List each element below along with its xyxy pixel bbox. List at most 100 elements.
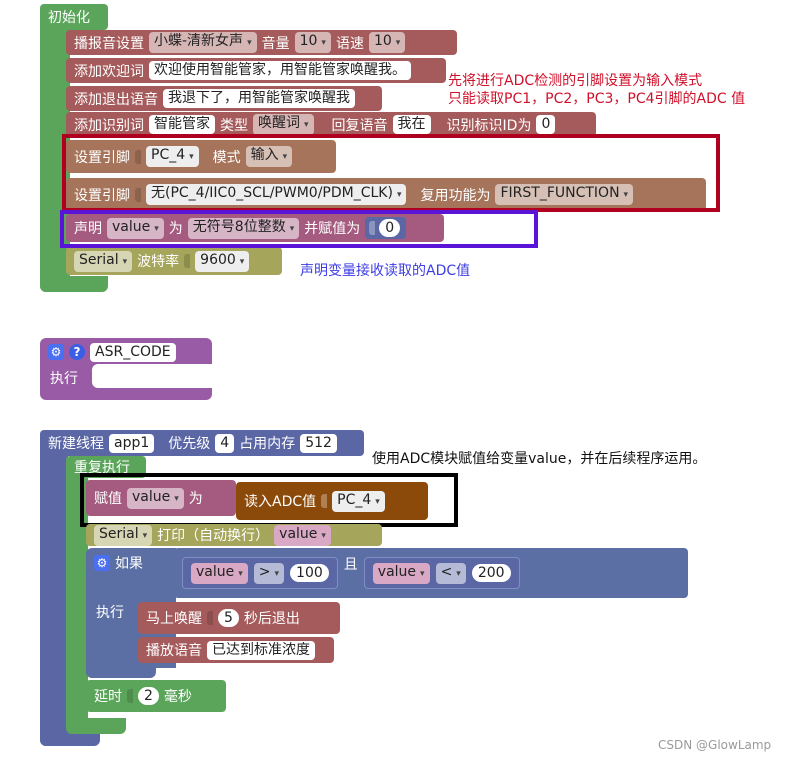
priority-field[interactable]: 4 bbox=[215, 433, 235, 453]
pin-mode-label: 设置引脚 bbox=[74, 149, 130, 166]
help-icon[interactable]: ? bbox=[69, 344, 85, 360]
cond-op2-dropdown[interactable]: <▾ bbox=[435, 562, 466, 584]
welcome-block[interactable]: 添加欢迎词 欢迎使用智能管家，用智能管家唤醒我。 bbox=[66, 58, 446, 83]
thread-header[interactable]: 新建线程 app1 优先级 4 占用内存 512 bbox=[40, 430, 364, 456]
asr-header: ⚙ ? ASR_CODE bbox=[44, 340, 180, 364]
repeat-header: 重复执行 bbox=[66, 456, 146, 478]
pin-func-pin-dropdown[interactable]: 无(PC_4/IIC0_SCL/PWM0/PDM_CLK)▾ bbox=[146, 184, 407, 205]
assign-block[interactable]: 赋值 value▾ 为 bbox=[86, 480, 236, 516]
tts-label: 播报音设置 bbox=[74, 35, 144, 52]
watermark: CSDN @GlowLamp bbox=[658, 738, 772, 752]
repeat-footer bbox=[66, 718, 126, 734]
assign-annotation-box bbox=[80, 473, 458, 527]
pin-func-block[interactable]: 设置引脚 无(PC_4/IIC0_SCL/PWM0/PDM_CLK)▾ 复用功能… bbox=[66, 178, 706, 211]
wake-block[interactable]: 马上唤醒 5 秒后退出 bbox=[138, 602, 340, 634]
priority-label: 优先级 bbox=[168, 436, 211, 452]
thread-footer bbox=[40, 730, 100, 746]
annotation-red-line1: 先将进行ADC检测的引脚设置为输入模式 bbox=[448, 73, 703, 89]
annotation-red-line2: 只能读取PC1，PC2，PC3，PC4引脚的ADC 值 bbox=[448, 91, 746, 107]
id-field[interactable]: 0 bbox=[536, 115, 556, 134]
thread-name-field[interactable]: app1 bbox=[109, 433, 155, 453]
serial-baud-block[interactable]: Serial▾ 波特率 9600▾ bbox=[66, 247, 282, 275]
recog-block[interactable]: 添加识别词 智能管家 类型 唤醒词▾ 回复语音 我在 识别标识ID为 0 bbox=[66, 112, 596, 137]
gear-icon[interactable]: ⚙ bbox=[48, 344, 64, 360]
exit-text-field[interactable]: 我退下了，用智能管家唤醒我 bbox=[163, 89, 355, 108]
cond-var1-dropdown[interactable]: value▾ bbox=[191, 562, 248, 584]
if-footer bbox=[86, 664, 156, 678]
thread-label: 新建线程 bbox=[48, 436, 104, 452]
play-text-field[interactable]: 已达到标准浓度 bbox=[207, 640, 315, 660]
declare-label: 声明 bbox=[74, 221, 102, 237]
cond-var2-dropdown[interactable]: value▾ bbox=[372, 562, 430, 584]
init-header[interactable]: 初始化 bbox=[40, 4, 108, 30]
print-label: 打印（自动换行） bbox=[157, 528, 270, 544]
assign-var-dropdown[interactable]: value▾ bbox=[127, 487, 184, 509]
recog-label: 添加识别词 bbox=[74, 117, 144, 134]
wake-suffix: 秒后退出 bbox=[243, 611, 300, 627]
func-label: 复用功能为 bbox=[420, 187, 491, 204]
cond-num2-input[interactable]: 200 bbox=[471, 564, 511, 582]
thread-block[interactable] bbox=[40, 430, 68, 746]
if-header: ⚙ 如果 bbox=[90, 552, 147, 574]
play-block[interactable]: 播放语音 已达到标准浓度 bbox=[138, 637, 334, 663]
wake-label: 马上唤醒 bbox=[146, 611, 202, 627]
read-adc-label: 读入ADC值 bbox=[244, 494, 317, 510]
declare-value-input[interactable]: 0 bbox=[379, 219, 401, 237]
wake-sec-input[interactable]: 5 bbox=[218, 609, 239, 627]
condition-block[interactable]: value▾ >▾ 100 且 value▾ <▾ 200 bbox=[174, 548, 688, 598]
asr-slot bbox=[92, 364, 212, 388]
pin-mode-pin-dropdown[interactable]: PC_4▾ bbox=[146, 146, 199, 167]
pin-annotation-box bbox=[62, 134, 720, 212]
welcome-label: 添加欢迎词 bbox=[74, 63, 144, 80]
assign-label: 赋值 bbox=[94, 491, 122, 507]
read-adc-block[interactable]: 读入ADC值 PC_4▾ bbox=[236, 482, 428, 520]
cond-and-label: 且 bbox=[343, 557, 358, 573]
annotation-black: 使用ADC模块赋值给变量value，并在后续程序运用。 bbox=[372, 451, 707, 467]
cond-op1-dropdown[interactable]: >▾ bbox=[253, 562, 285, 584]
declare-block[interactable]: 声明 value▾ 为 无符号8位整数▾ 并赋值为 0 bbox=[66, 214, 444, 242]
func-dropdown[interactable]: FIRST_FUNCTION▾ bbox=[495, 184, 634, 205]
mode-dropdown[interactable]: 输入▾ bbox=[245, 146, 293, 167]
declare-assign-label: 并赋值为 bbox=[304, 221, 361, 237]
serial-dropdown[interactable]: Serial▾ bbox=[74, 250, 133, 272]
asr-exec-label: 执行 bbox=[50, 371, 78, 387]
pin-mode-block[interactable]: 设置引脚 PC_4▾ 模式 输入▾ bbox=[66, 140, 336, 173]
volume-label: 音量 bbox=[261, 35, 290, 52]
reply-field[interactable]: 我在 bbox=[392, 115, 431, 134]
exit-label: 添加退出语音 bbox=[74, 91, 158, 108]
speed-label: 语速 bbox=[335, 35, 364, 52]
play-label: 播放语音 bbox=[146, 643, 202, 659]
voice-dropdown[interactable]: 小蝶-清新女声▾ bbox=[149, 32, 257, 53]
declare-annotation-box bbox=[60, 210, 538, 248]
cond-num1-input[interactable]: 100 bbox=[290, 564, 329, 582]
compare-right[interactable]: value▾ <▾ 200 bbox=[363, 557, 520, 589]
delay-block[interactable]: 延时 2 毫秒 bbox=[86, 680, 226, 712]
exit-block[interactable]: 添加退出语音 我退下了，用智能管家唤醒我 bbox=[66, 86, 382, 111]
baud-label: 波特率 bbox=[137, 254, 180, 270]
if-gear-icon[interactable]: ⚙ bbox=[94, 555, 110, 571]
type-label: 类型 bbox=[220, 117, 248, 134]
compare-left[interactable]: value▾ >▾ 100 bbox=[182, 557, 338, 589]
declare-var-dropdown[interactable]: value▾ bbox=[107, 217, 164, 239]
mem-field[interactable]: 512 bbox=[300, 433, 337, 453]
declare-as-label: 为 bbox=[168, 221, 183, 237]
pin-func-label: 设置引脚 bbox=[74, 187, 130, 204]
if-label: 如果 bbox=[115, 556, 143, 572]
baud-dropdown[interactable]: 9600▾ bbox=[195, 250, 250, 272]
delay-value-input[interactable]: 2 bbox=[138, 687, 159, 705]
tts-block[interactable]: 播报音设置 小蝶-清新女声▾ 音量 10▾ 语速 10▾ bbox=[66, 30, 457, 55]
print-var-dropdown[interactable]: value▾ bbox=[274, 524, 331, 546]
print-block[interactable]: Serial▾ 打印（自动换行） value▾ bbox=[86, 524, 382, 546]
read-adc-pin-dropdown[interactable]: PC_4▾ bbox=[332, 490, 385, 512]
speed-dropdown[interactable]: 10▾ bbox=[368, 32, 406, 53]
asr-name-field[interactable]: ASR_CODE bbox=[90, 342, 176, 362]
recog-word-field[interactable]: 智能管家 bbox=[149, 115, 215, 134]
annotation-purple: 声明变量接收读取的ADC值 bbox=[300, 263, 471, 279]
print-serial-dropdown[interactable]: Serial▾ bbox=[94, 524, 153, 546]
welcome-text-field[interactable]: 欢迎使用智能管家，用智能管家唤醒我。 bbox=[149, 61, 411, 80]
declare-type-dropdown[interactable]: 无符号8位整数▾ bbox=[187, 217, 300, 239]
type-dropdown[interactable]: 唤醒词▾ bbox=[253, 114, 314, 135]
volume-dropdown[interactable]: 10▾ bbox=[294, 32, 331, 53]
init-footer bbox=[40, 276, 108, 292]
reply-label: 回复语音 bbox=[331, 117, 388, 134]
